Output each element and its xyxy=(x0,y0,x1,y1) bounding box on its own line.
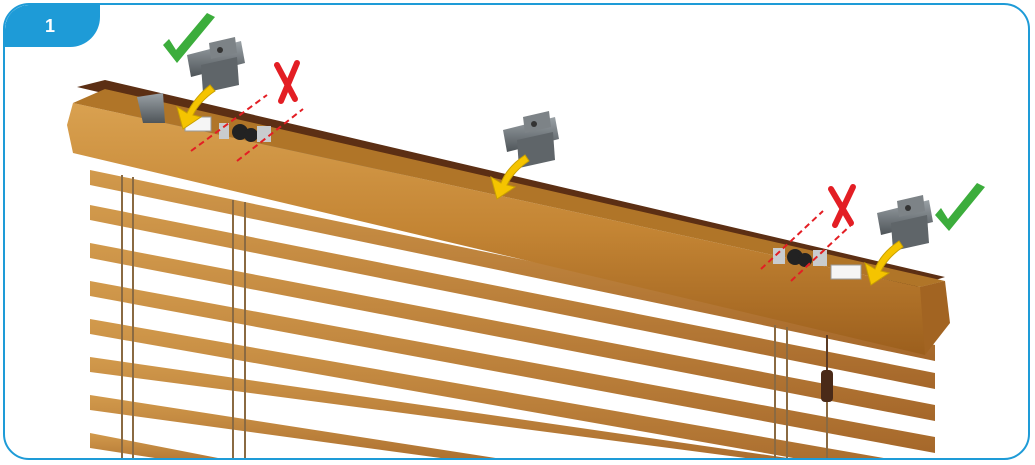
mounting-bracket-left xyxy=(187,37,245,93)
check-icon xyxy=(935,183,985,231)
mounting-bracket-right xyxy=(877,195,933,251)
cross-icon xyxy=(277,63,297,101)
instruction-panel: 1 xyxy=(3,3,1030,460)
mounting-bracket-center xyxy=(503,111,559,168)
cross-icon xyxy=(831,187,853,225)
blind-installation-diagram xyxy=(5,5,1030,460)
